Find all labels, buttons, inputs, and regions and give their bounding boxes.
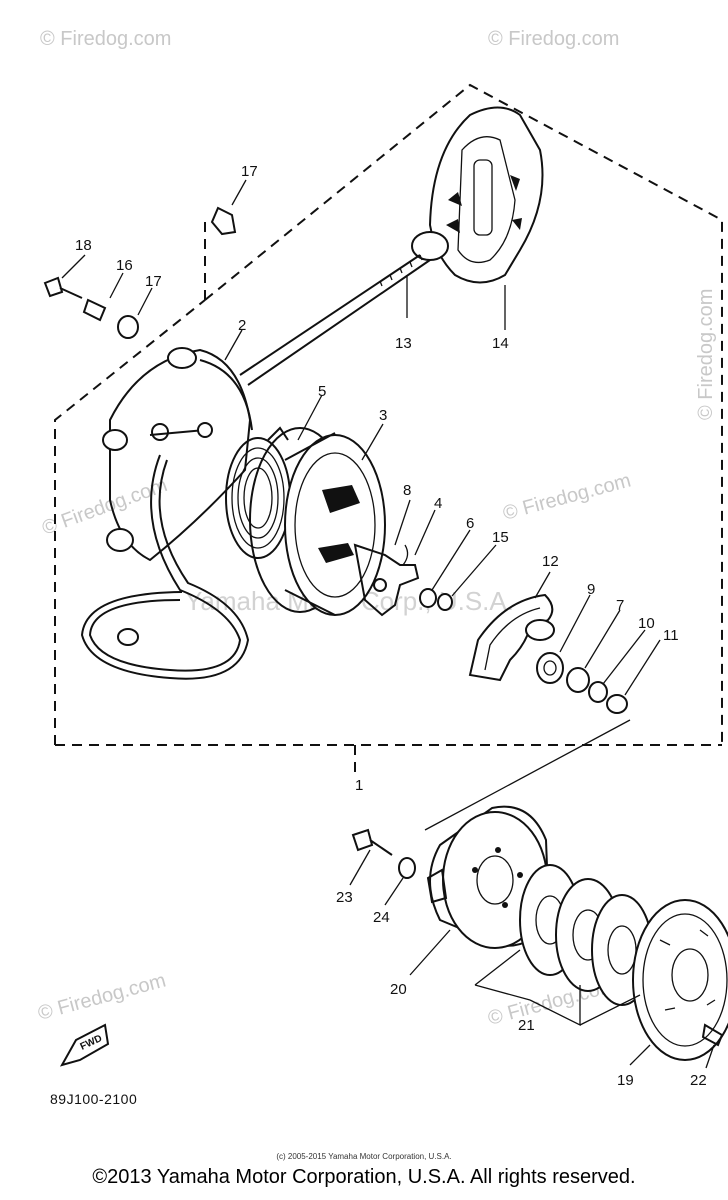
- pawl-assembly: [353, 543, 420, 617]
- label-part-17-lower: 17: [145, 273, 162, 290]
- label-part-6: 6: [466, 515, 474, 532]
- label-part-20: 20: [390, 981, 407, 998]
- label-part-7: 7: [616, 597, 624, 614]
- label-part-12: 12: [542, 553, 559, 570]
- watermark-right-edge: © Firedog.com: [695, 289, 717, 420]
- label-part-1: 1: [355, 777, 363, 794]
- fwd-indicator: FWD: [59, 1023, 110, 1067]
- assembly-boundary: [54, 83, 723, 775]
- starter-case: [102, 347, 253, 562]
- label-part-19: 19: [617, 1072, 634, 1089]
- label-part-15: 15: [492, 529, 509, 546]
- label-part-3: 3: [379, 407, 387, 424]
- boundary-roof: [204, 83, 723, 745]
- watermark-top-right: © Firedog.com: [488, 28, 619, 50]
- fastener-group-bottom: [351, 828, 724, 1047]
- top-leaders: [61, 179, 661, 696]
- label-part-17-upper: 17: [241, 163, 258, 180]
- label-part-4: 4: [434, 495, 442, 512]
- lower-leader: [424, 719, 631, 831]
- label-part-11: 11: [663, 627, 679, 644]
- fastener-group-top: [43, 206, 237, 339]
- label-part-8: 8: [403, 482, 411, 499]
- label-part-5: 5: [318, 383, 326, 400]
- label-part-24: 24: [373, 909, 390, 926]
- label-part-2: 2: [238, 317, 246, 334]
- label-part-22: 22: [690, 1072, 707, 1089]
- watermark-bottom-left: © Firedog.com: [36, 970, 169, 1025]
- small-copyright-line: (c) 2005-2015 Yamaha Motor Corporation, …: [276, 1152, 452, 1161]
- recoil-spring: [225, 426, 291, 559]
- diagram-code: 89J100-2100: [50, 1091, 137, 1107]
- bottom-leaders: [349, 849, 715, 1069]
- label-part-9: 9: [587, 581, 595, 598]
- label-part-14: 14: [492, 335, 509, 352]
- part-number-labels: 1 2 3 4 5 6 7 8 9 10 11 12 13 14 15 16 1…: [75, 163, 707, 1089]
- drive-plate: [468, 593, 555, 682]
- starter-rope: [239, 254, 431, 386]
- label-part-23: 23: [336, 889, 353, 906]
- starter-cover: [632, 899, 728, 1061]
- washer-and-bolt: [419, 588, 453, 611]
- starter-handle: [411, 106, 544, 284]
- watermark-top-left: © Firedog.com: [40, 28, 171, 50]
- lead-wire: [80, 454, 250, 680]
- spacer-stack: [536, 652, 628, 714]
- label-part-16: 16: [116, 257, 133, 274]
- label-part-18: 18: [75, 237, 92, 254]
- label-part-13: 13: [395, 335, 412, 352]
- label-part-10: 10: [638, 615, 655, 632]
- boundary-left: [54, 299, 206, 745]
- copyright-notice: ©2013 Yamaha Motor Corporation, U.S.A. A…: [92, 1166, 636, 1188]
- watermark-mid-right: © Firedog.com: [501, 470, 634, 525]
- label-part-21: 21: [518, 1017, 535, 1034]
